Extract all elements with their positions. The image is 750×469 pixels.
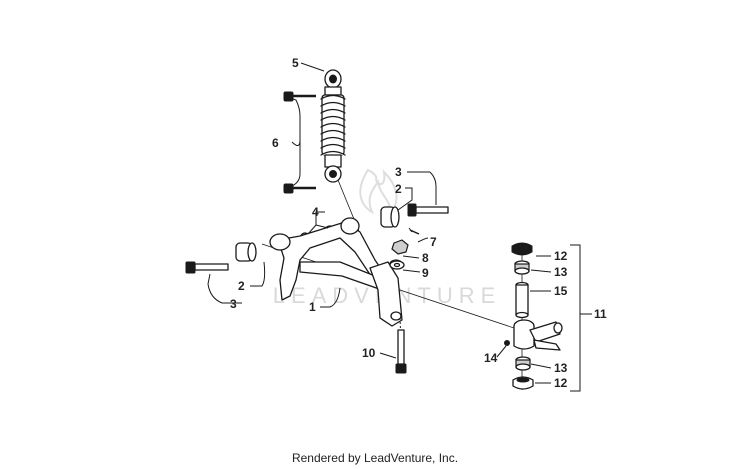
callout-10: 10	[362, 346, 376, 360]
kingpin-sleeve	[515, 281, 529, 319]
callout-9: 9	[422, 266, 429, 280]
callout-5: 5	[292, 56, 299, 70]
a-arm	[261, 217, 521, 331]
shock-bolt-lower	[283, 183, 316, 194]
bushing-right-upper	[380, 206, 400, 228]
shock-spring	[320, 94, 346, 156]
callout-14: 14	[484, 351, 498, 365]
leader-lines	[207, 62, 592, 392]
lower-thrust-washer	[512, 376, 534, 390]
spindle-assembly	[504, 242, 563, 390]
bolt-vertical	[395, 317, 407, 374]
bushing-left	[235, 242, 257, 262]
callout-15: 15	[554, 284, 568, 298]
upper-thrust-washer	[511, 242, 533, 256]
callout-3-upper-right: 3	[395, 165, 402, 179]
cotter-pin	[408, 227, 420, 235]
castle-nut	[391, 239, 409, 255]
footer-credit: Rendered by LeadVenture, Inc.	[291, 451, 459, 465]
shock-absorber	[320, 69, 393, 313]
callout-6: 6	[272, 136, 279, 150]
spindle-knuckle	[513, 319, 563, 351]
callout-7: 7	[430, 235, 437, 249]
callout-13-upper: 13	[554, 265, 568, 279]
callout-4: 4	[312, 205, 319, 219]
callout-12-upper: 12	[554, 249, 568, 263]
callout-2-upper-right: 2	[395, 182, 402, 196]
bolt-left	[185, 261, 229, 274]
callout-2-left: 2	[238, 279, 245, 293]
callout-1: 1	[309, 300, 316, 314]
shock-bolt-upper	[283, 91, 316, 102]
bolt-right-upper	[407, 203, 449, 217]
callout-3-left: 3	[230, 297, 237, 311]
grease-fitting	[504, 340, 510, 346]
callout-11: 11	[594, 307, 607, 321]
upper-bearing	[514, 260, 530, 275]
washer	[389, 260, 405, 270]
callout-12-lower: 12	[554, 376, 568, 390]
callout-8: 8	[422, 251, 429, 265]
lower-bearing	[515, 356, 531, 371]
callout-13-lower: 13	[554, 361, 568, 375]
callouts: 5 6 3 2 4 7 8 9 2 3 1 10 12 13 15 11 14 …	[230, 56, 607, 390]
